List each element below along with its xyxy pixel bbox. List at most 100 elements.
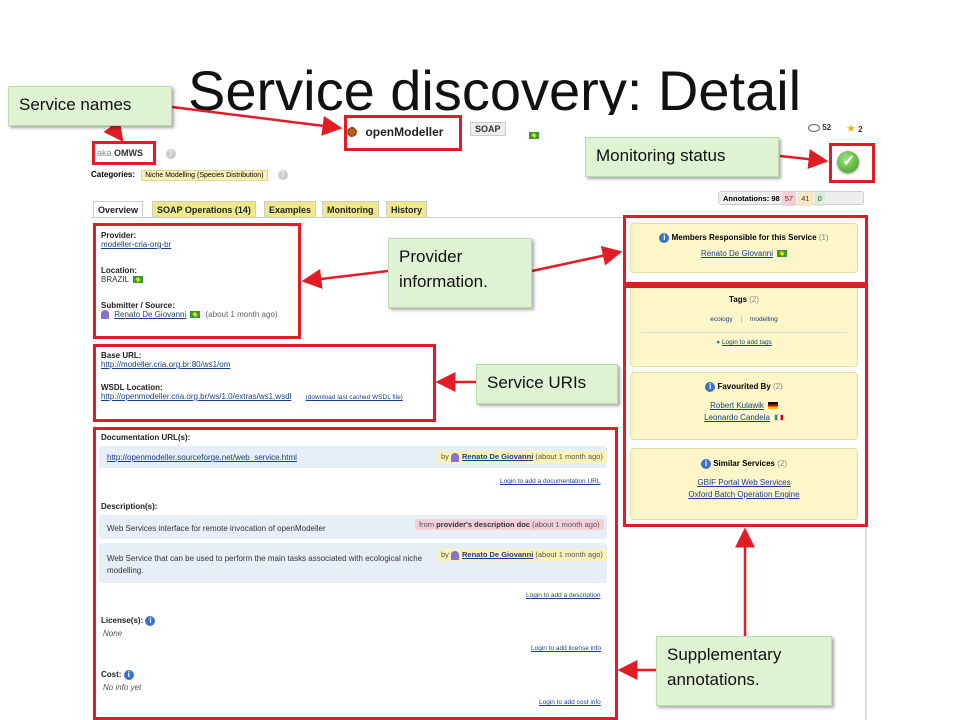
highlight-members xyxy=(623,215,868,285)
description-row-1: Web Services interface for remote invoca… xyxy=(99,515,607,539)
category-help-icon[interactable]: ? xyxy=(277,170,288,180)
service-name[interactable]: openModeller xyxy=(365,125,444,139)
service-header: openModeller xyxy=(347,123,443,141)
description-source: provider's description doc xyxy=(436,520,530,529)
location-label: Location: xyxy=(101,266,137,275)
service-gear-icon xyxy=(347,126,357,137)
members-panel: i Members Responsible for this Service (… xyxy=(630,223,858,273)
tag-icon: ● xyxy=(716,339,721,346)
wsdl-link[interactable]: http://openmodeller.cria.org.br/ws/1.0/e… xyxy=(101,392,292,401)
categories-row: Categories: Niche Modelling (Species Dis… xyxy=(91,170,288,182)
submitter-link[interactable]: Renato De Giovanni xyxy=(114,310,187,319)
aka-prefix: aka xyxy=(97,148,112,158)
brazil-flag-icon xyxy=(777,250,788,258)
tab-overview[interactable]: Overview xyxy=(93,201,144,218)
description-1-byline: from provider's description doc (about 1… xyxy=(415,519,604,530)
tab-examples[interactable]: Examples xyxy=(264,201,317,218)
similar-service-2[interactable]: Oxford Batch Operation Engine xyxy=(688,490,800,499)
favourited-user-1[interactable]: Robert Kulawik xyxy=(710,401,764,410)
highlight-sidebar xyxy=(623,285,868,527)
provider-block: Provider: modeller-cria-org-br Location:… xyxy=(101,231,301,320)
favourites-count: 2 xyxy=(858,125,863,134)
info-icon[interactable]: i xyxy=(123,670,134,680)
star-icon: ★ xyxy=(846,123,856,135)
germany-flag-icon xyxy=(767,402,778,410)
tag-modelling[interactable]: modelling xyxy=(749,316,778,323)
login-tags-link[interactable]: Login to add tags xyxy=(721,339,772,346)
by-text: by xyxy=(441,452,449,461)
tag-separator: | xyxy=(740,316,743,323)
aka-name: OMWS xyxy=(114,148,144,158)
login-doc-link[interactable]: Login to add a documentation URL xyxy=(500,478,601,485)
cost-label-row: Cost: i xyxy=(101,670,134,680)
monitoring-status-icon[interactable]: ✓ xyxy=(837,151,859,173)
aka-line: aka OMWS ? xyxy=(97,148,176,159)
soap-badge: SOAP xyxy=(470,122,506,136)
description-2-text: Web Service that can be used to perform … xyxy=(107,554,423,575)
category-tag[interactable]: Niche Modelling (Species Distribution) xyxy=(141,170,268,182)
base-url-link[interactable]: http://modeller.cria.org.br:80/ws1/om xyxy=(101,360,231,369)
uris-block: Base URL: http://modeller.cria.org.br:80… xyxy=(101,351,441,401)
annotation-count-users: 41 xyxy=(798,192,813,206)
help-icon[interactable]: ? xyxy=(165,148,176,159)
user-icon xyxy=(101,310,109,320)
annotations-bar: Annotations: 98 57 41 0 xyxy=(718,191,864,206)
doc-url-link[interactable]: http://openmodeller.sourceforge.net/web_… xyxy=(107,453,297,462)
arrow-to-aka xyxy=(103,120,124,142)
callout-monitoring-status: Monitoring status xyxy=(585,137,779,177)
license-label-row: License(s): i xyxy=(101,616,156,626)
callout-service-names: Service names xyxy=(8,86,172,126)
tag-ecology[interactable]: ecology xyxy=(710,316,733,323)
annotations-label: Annotations: 98 xyxy=(723,194,780,203)
brazil-flag-icon xyxy=(190,311,201,319)
tags-title: Tags xyxy=(728,295,748,304)
description-1-text: Web Services interface for remote invoca… xyxy=(107,524,326,533)
tab-monitoring[interactable]: Monitoring xyxy=(322,201,379,218)
members-title: Members Responsible for this Service xyxy=(671,233,817,243)
arrow-to-members xyxy=(531,245,623,273)
italy-flag-icon xyxy=(773,414,784,422)
doc-byline: by Renato De Giovanni (about 1 month ago… xyxy=(437,451,607,463)
callout-service-uris: Service URIs xyxy=(476,364,618,404)
description-1-time: (about 1 month ago) xyxy=(532,520,600,529)
wsdl-cached-link[interactable]: (download last cached WSDL file) xyxy=(305,394,403,401)
location-value: BRAZIL xyxy=(101,275,130,284)
login-description-link[interactable]: Login to add a description xyxy=(526,592,601,599)
brazil-flag-icon xyxy=(529,132,539,140)
description-2-time: (about 1 month ago) xyxy=(535,550,603,559)
submitter-label: Submitter / Source: xyxy=(101,301,175,310)
login-cost-link[interactable]: Login to add cost info xyxy=(539,699,601,706)
info-icon: i xyxy=(705,382,716,392)
favourited-title: Favourited By xyxy=(717,382,771,392)
description-author-link[interactable]: Renato De Giovanni xyxy=(462,550,534,559)
info-icon: i xyxy=(659,233,670,243)
cost-label: Cost: xyxy=(101,670,122,680)
member-link[interactable]: Renato De Giovanni xyxy=(700,249,774,258)
tab-soap-operations[interactable]: SOAP Operations (14) xyxy=(152,201,256,218)
callout-supplementary: Supplementary annotations. xyxy=(656,636,832,706)
favourited-user-2[interactable]: Leonardo Candela xyxy=(704,413,770,422)
view-counter: 52 xyxy=(808,123,831,132)
base-url-label: Base URL: xyxy=(101,351,142,360)
wsdl-label: WSDL Location: xyxy=(101,383,163,392)
cost-value: No info yet xyxy=(103,683,142,692)
favourited-panel: i Favourited By (2) Robert Kulawik Leona… xyxy=(630,372,858,440)
doc-author-link[interactable]: Renato De Giovanni xyxy=(462,452,534,461)
submitter-time: (about 1 month ago) xyxy=(205,310,278,319)
license-label: License(s): xyxy=(101,616,144,626)
callout-provider-info: Provider information. xyxy=(388,238,532,308)
slide-title: Service discovery: Detail xyxy=(188,59,802,122)
provider-link[interactable]: modeller-cria-org-br xyxy=(101,240,172,249)
tags-count: (2) xyxy=(749,295,760,304)
login-license-link[interactable]: Login to add license info xyxy=(531,645,602,652)
members-count: (1) xyxy=(818,233,829,243)
tab-history[interactable]: History xyxy=(386,201,428,218)
info-icon[interactable]: i xyxy=(145,616,156,626)
description-label: Description(s): xyxy=(101,502,158,511)
views-count: 52 xyxy=(822,123,832,132)
arrow-to-service-name xyxy=(171,105,343,136)
similar-service-1[interactable]: GBIF Portal Web Services xyxy=(697,478,791,487)
categories-label: Categories: xyxy=(91,170,136,180)
annotation-count-provider: 57 xyxy=(781,192,797,206)
